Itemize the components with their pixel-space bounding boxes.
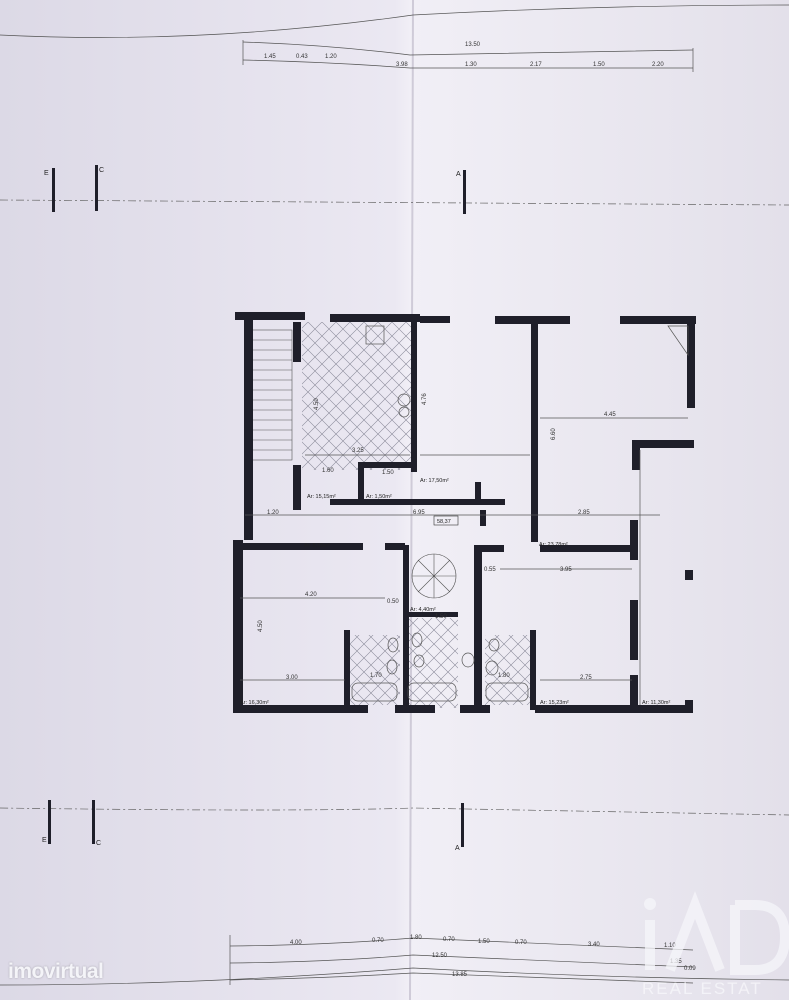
floor-plan: 4.50 3.25 1.60 1.50 4.76 6.60 4.45 1.20 …	[233, 312, 696, 713]
room-area-label: Ar: 11,30m²	[642, 700, 670, 706]
dim-overall-top: 13.50	[465, 42, 481, 48]
section-label: A	[455, 845, 460, 852]
bath-tiles	[406, 618, 458, 708]
dim-label: 0.70	[515, 940, 527, 946]
room-area-label: Ar: 15,15m²	[307, 494, 336, 500]
dim-label: 1.80	[498, 673, 510, 679]
dim-label: 1.45	[264, 54, 276, 60]
imovirtual-watermark: imovirtual	[8, 960, 104, 983]
kitchen-tiles	[302, 322, 414, 470]
dim-label: 4.76	[422, 393, 428, 405]
fixtures	[240, 325, 689, 705]
section-markers-bottom: E C A	[0, 800, 789, 852]
room-area-label: Ar: 23,78m²	[539, 542, 568, 548]
section-label: C	[99, 167, 104, 174]
dim-label: 1.60	[322, 468, 334, 474]
dim-overall-bottom: 13.85	[452, 972, 468, 978]
total-area-box	[433, 515, 459, 526]
sheet-edge-bottom	[0, 967, 789, 986]
dim-label: 3.00	[286, 675, 298, 681]
iad-real-estate-logo: REAL ESTAT	[642, 891, 789, 998]
dim-label: 4.20	[305, 592, 317, 598]
room-labels: Ar: 15,15m² Ar: 1,50m² Ar: 17,50m² Ar: 8…	[240, 478, 670, 706]
section-label: C	[96, 840, 101, 847]
dim-label: 2.85	[578, 510, 590, 516]
dim-label: 4.00	[290, 940, 302, 946]
dim-label: 1.20	[325, 54, 337, 60]
room-area-label: Ar: 15,23m²	[540, 700, 569, 706]
dim-label: 3.25	[352, 448, 364, 454]
dim-label: 2.75	[580, 675, 592, 681]
dim-label: 0.70	[443, 937, 455, 943]
dim-label: 0.50	[387, 599, 399, 605]
sheet-edge-top	[0, 4, 789, 38]
dim-label: 4.50	[258, 620, 264, 632]
room-area-label: Ar: 17,50m²	[420, 478, 449, 484]
dim-label: 1.20	[267, 510, 279, 516]
dim-label: 1.50	[478, 939, 490, 945]
section-markers-top: E C A	[0, 165, 789, 214]
dim-label: 4.50	[314, 398, 320, 410]
dim-label: 0.09	[684, 966, 696, 972]
dim-label: 0.70	[372, 938, 384, 944]
dim-label: 6.60	[551, 428, 557, 440]
bottom-dimension-chain: 4.00 0.70 1.80 0.70 1.50 0.70 3.40 1.10 …	[229, 935, 696, 985]
bath-tiles	[485, 635, 535, 705]
room-area-label: Ar: 1,50m²	[366, 494, 392, 500]
bath-tiles	[350, 635, 400, 705]
dim-label: 4.45	[604, 412, 616, 418]
dim-label: 3.40	[588, 942, 600, 948]
interior-dimensions: 4.50 3.25 1.60 1.50 4.76 6.60 4.45 1.20 …	[258, 393, 616, 681]
dim-label: 0.55	[484, 567, 496, 573]
section-label: A	[456, 171, 461, 178]
dim-label: 1.50	[593, 62, 605, 68]
section-label: E	[42, 837, 47, 844]
dim-label: 0.43	[296, 54, 308, 60]
dim-label: 1.80	[410, 935, 422, 941]
dim-label: 12.50	[432, 953, 448, 959]
section-label: E	[44, 170, 49, 177]
svg-text:REAL ESTAT: REAL ESTAT	[642, 979, 763, 998]
dim-label: 2.20	[652, 62, 664, 68]
dim-label: 1.30	[465, 62, 477, 68]
walls	[233, 312, 696, 713]
dim-label: 1.50	[382, 470, 394, 476]
dim-label: 1.70	[370, 673, 382, 679]
total-area-label: 58,37	[437, 519, 451, 525]
top-dimension-chain: 13.50 1.45 0.43 1.20 3.98 1.30 2.17 1.50…	[242, 40, 694, 72]
room-area-label: Ar: 16,30m²	[240, 700, 269, 706]
dim-label: 6.95	[413, 510, 425, 516]
dim-label: 3.95	[560, 567, 572, 573]
dim-label: 1.10	[664, 943, 676, 949]
dim-label: 1.50	[435, 614, 447, 620]
room-area-label: Ar: 8,15m²	[304, 543, 330, 549]
room-area-label: Ar: 4,40m²	[410, 607, 436, 613]
dim-label: 2.17	[530, 62, 542, 68]
dim-label: 3.98	[396, 62, 408, 68]
